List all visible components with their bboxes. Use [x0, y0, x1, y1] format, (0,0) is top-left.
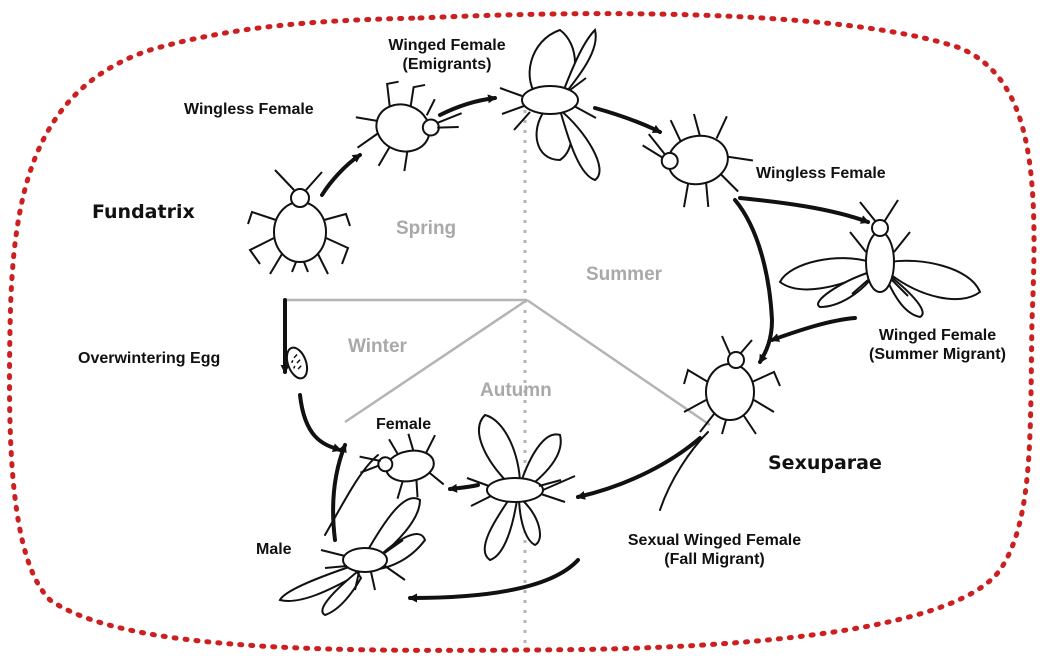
label-line: (Emigrants)	[362, 55, 532, 74]
label-winged-female-summer: Winged Female (Summer Migrant)	[840, 326, 1035, 364]
label-female: Female	[376, 416, 431, 434]
winged-aphid-icon	[280, 498, 425, 615]
label-wingless-female-right: Wingless Female	[756, 165, 886, 183]
label-fundatrix: Fundatrix	[92, 201, 195, 223]
label-line: (Fall Migrant)	[592, 550, 837, 569]
label-wingless-female-top: Wingless Female	[184, 101, 314, 119]
label-line: (Summer Migrant)	[840, 345, 1035, 364]
season-label-summer: Summer	[586, 264, 662, 286]
season-label-winter: Winter	[348, 336, 407, 358]
label-overwintering-egg: Overwintering Egg	[78, 350, 220, 368]
wingless-aphid-icon	[355, 429, 445, 506]
wingless-aphid-icon	[343, 66, 468, 187]
label-line: Sexual Winged Female	[592, 531, 837, 550]
label-winged-female-emigrants: Winged Female (Emigrants)	[362, 36, 532, 74]
season-label-autumn: Autumn	[480, 380, 552, 402]
label-sexuparae: Sexuparae	[768, 452, 882, 474]
label-line: Winged Female	[362, 36, 532, 55]
label-male: Male	[256, 541, 292, 559]
label-sexual-winged-female: Sexual Winged Female (Fall Migrant)	[592, 531, 837, 569]
season-label-spring: Spring	[396, 218, 456, 240]
winged-aphid-icon	[467, 415, 575, 560]
wingless-aphid-icon	[248, 170, 350, 274]
season-lines	[286, 300, 710, 425]
label-line: Winged Female	[840, 326, 1035, 345]
winged-aphid-icon	[780, 200, 980, 317]
egg-icon	[283, 345, 311, 381]
